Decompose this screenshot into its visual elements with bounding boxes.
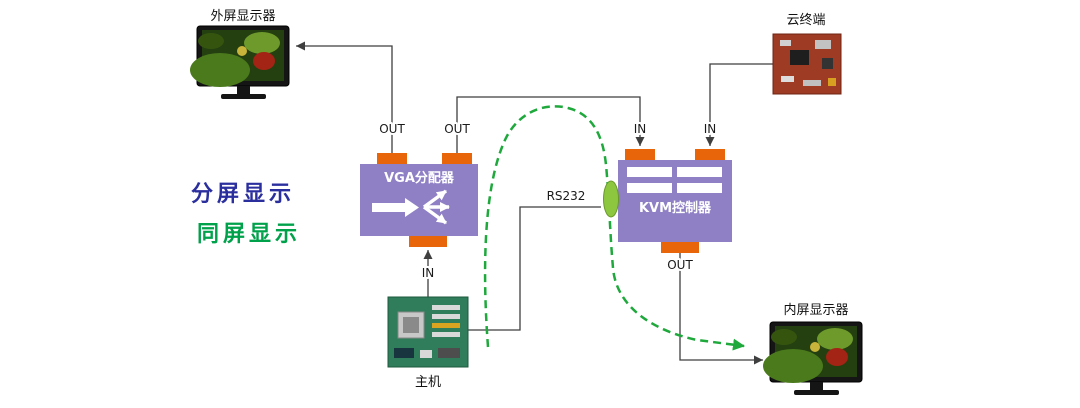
vga-splitter: VGA分配器 bbox=[360, 153, 478, 247]
host-slot bbox=[432, 305, 460, 310]
split-arrow-icon bbox=[372, 189, 450, 225]
host-slot bbox=[432, 332, 460, 337]
host: 主机 bbox=[387, 296, 469, 390]
kvm-vent-slot bbox=[627, 183, 672, 193]
split-screen-text: 分屏显示 bbox=[191, 182, 295, 207]
wire-vga-to-kvm bbox=[456, 96, 645, 153]
external-monitor-base bbox=[221, 94, 266, 99]
same-screen-text: 同屏显示 bbox=[197, 222, 301, 247]
port-label-kvm-out: OUT bbox=[667, 258, 693, 272]
rs232-label: RS232 bbox=[547, 189, 586, 203]
vga-splitter-box bbox=[360, 164, 478, 236]
cloud-terminal-part bbox=[781, 76, 794, 82]
vga-in-tab bbox=[409, 236, 447, 247]
port-label-kvm-in-left: IN bbox=[634, 122, 647, 136]
same-screen-dashed-path bbox=[483, 105, 745, 351]
external-monitor-screen bbox=[190, 30, 284, 87]
external-monitor-label: 外屏显示器 bbox=[210, 9, 275, 24]
port-label-vga-out-right: OUT bbox=[444, 122, 470, 136]
wire-host-to-rs232 bbox=[468, 206, 601, 331]
cloud-terminal-part bbox=[780, 40, 791, 46]
kvm-vent-slot bbox=[677, 167, 722, 177]
cloud-terminal-part bbox=[822, 58, 833, 69]
internal-monitor-base bbox=[794, 390, 839, 395]
port-label-vga-out-left: OUT bbox=[379, 122, 405, 136]
host-label: 主机 bbox=[415, 375, 441, 390]
cloud-terminal-part bbox=[815, 40, 831, 49]
vga-out-right-tab bbox=[442, 153, 472, 164]
port-label-kvm-in-right: IN bbox=[704, 122, 717, 136]
cloud-terminal-label: 云终端 bbox=[786, 12, 825, 28]
kvm-in-left-tab bbox=[625, 149, 655, 160]
cloud-terminal-part bbox=[828, 78, 836, 86]
port-label-vga-in: IN bbox=[422, 266, 435, 280]
vga-splitter-label: VGA分配器 bbox=[384, 170, 455, 186]
kvm-in-right-tab bbox=[695, 149, 725, 160]
kvm-vent-slot bbox=[627, 167, 672, 177]
wire-kvm-to-internal-monitor bbox=[679, 253, 763, 365]
kvm-out-tab bbox=[661, 242, 699, 253]
internal-monitor-screen bbox=[763, 326, 857, 383]
external-monitor: 外屏显示器 bbox=[190, 9, 290, 99]
host-port-block bbox=[394, 348, 414, 358]
cloud-terminal-chip bbox=[790, 50, 809, 65]
internal-monitor-label: 内屏显示器 bbox=[783, 302, 848, 318]
vga-out-left-tab bbox=[377, 153, 407, 164]
cloud-terminal-part bbox=[803, 80, 821, 86]
cloud-terminal: 云终端 bbox=[772, 12, 842, 95]
host-cpu bbox=[403, 317, 419, 333]
rs232-connector bbox=[603, 180, 619, 218]
internal-monitor: 内屏显示器 bbox=[763, 302, 863, 395]
wire-cloud-terminal-to-kvm bbox=[705, 63, 773, 146]
host-port-block bbox=[420, 350, 432, 358]
host-port-block bbox=[438, 348, 460, 358]
kvm-vent-slot bbox=[677, 183, 722, 193]
kvm-controller: KVM控制器 bbox=[603, 149, 732, 253]
internal-monitor-stand bbox=[810, 382, 823, 390]
kvm-controller-label: KVM控制器 bbox=[639, 200, 712, 216]
wire-vga-to-external-monitor bbox=[296, 41, 393, 153]
host-slot bbox=[432, 314, 460, 319]
host-slot bbox=[432, 323, 460, 328]
external-monitor-stand bbox=[237, 86, 250, 94]
